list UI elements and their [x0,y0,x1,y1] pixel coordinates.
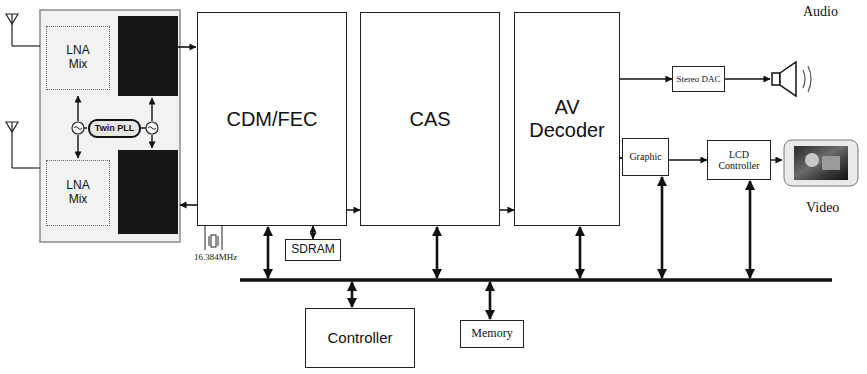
mixer-box: LNA Mix [46,160,110,226]
demodulator-box: CDM/FEC [197,12,347,226]
dac-box: Stereo DAC [672,66,725,92]
memory-box: Memory [460,320,524,348]
signal-arrow [620,78,672,80]
node-text: Memory [471,327,512,341]
filter-block [118,150,178,234]
frequency-label: 16.384MHz [194,252,237,262]
node-text: LCD Controller [708,149,770,172]
pll-wire [78,96,152,158]
tuner-output-wire [178,47,197,205]
system-bus [240,278,832,282]
tuner-module [40,10,180,242]
crystal-symbol [205,226,222,250]
graphic-box: Graphic [622,138,669,176]
signal-arrow [347,209,360,211]
audio-wire [724,78,770,79]
node-text: LNA Mix [61,44,95,72]
mixer-box: LNA Mix [46,26,110,90]
output-label: Video [806,200,839,216]
pll-pill: Twin PLL [88,119,141,138]
node-text: CDM/FEC [226,108,317,131]
signal-arrow [500,209,514,211]
oscillator-symbol [72,122,158,134]
lcd-controller-box: LCD Controller [707,140,771,180]
node-text: LNA Mix [61,179,95,207]
speaker-icon [772,62,811,96]
antenna-symbol [6,14,40,168]
node-text: Twin PLL [95,123,134,133]
node-text: SDRAM [291,243,334,257]
signal-arrow [669,159,707,161]
node-text: AV Decoder [515,96,619,142]
node-text: Graphic [629,151,661,163]
node-text: CAS [409,108,450,131]
display-icon [784,140,858,186]
output-label: Audio [803,4,838,20]
decoder-box: AV Decoder [514,12,620,226]
sdram-box: SDRAM [285,239,341,261]
controller-box: Controller [305,308,415,368]
node-text: Controller [327,329,392,346]
cas-box: CAS [360,12,500,226]
filter-block [118,16,178,96]
signal-arrow [312,226,314,239]
node-text: Stereo DAC [676,74,720,84]
